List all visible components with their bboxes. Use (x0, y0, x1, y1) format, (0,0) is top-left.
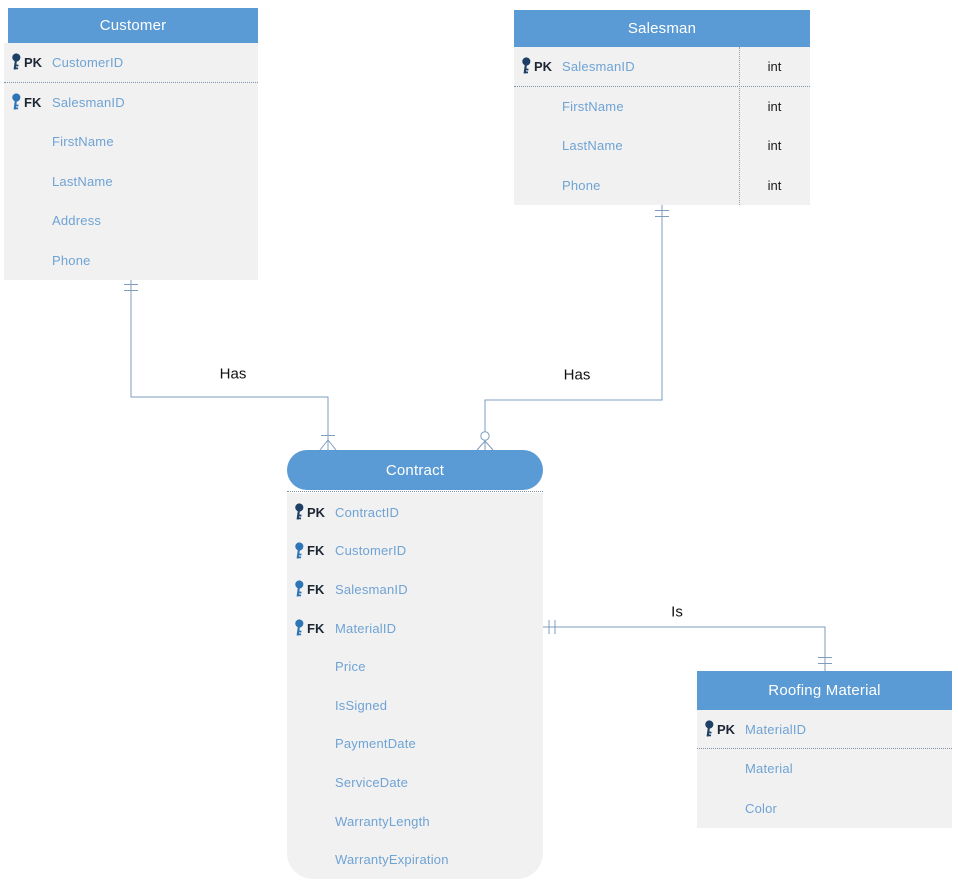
zero-or-many-notation (476, 440, 494, 451)
field-name: LastName (52, 173, 113, 189)
key-type-label: PK (24, 54, 43, 70)
entity-customer[interactable]: Customer PK CustomerID FK SalesmanID Fir… (4, 8, 258, 280)
foreign-key-icon (295, 542, 304, 559)
field-row[interactable]: Phone int (514, 166, 810, 206)
field-name: WarrantyExpiration (335, 852, 449, 868)
field-row[interactable]: PK CustomerID (4, 43, 258, 83)
field-name: Price (335, 659, 366, 675)
field-row[interactable]: Price (287, 647, 543, 686)
field-row[interactable]: LastName (4, 162, 258, 202)
relationship-label-is[interactable]: Is (671, 603, 683, 621)
field-name: LastName (562, 138, 623, 154)
entity-salesman-body: PK SalesmanID int FirstName int LastName (514, 47, 810, 205)
field-row[interactable]: PK MaterialID (697, 710, 952, 750)
field-row[interactable]: Address (4, 201, 258, 241)
one-and-only-one-notation (818, 657, 832, 664)
field-type: int (767, 138, 782, 154)
field-name: MaterialID (745, 721, 807, 737)
field-name: Phone (562, 177, 601, 193)
field-type: int (767, 98, 782, 114)
one-and-only-one-notation (548, 620, 556, 634)
field-name: PaymentDate (335, 736, 416, 752)
field-row[interactable]: Material (697, 749, 952, 788)
field-name: IsSigned (335, 697, 388, 713)
field-name: Color (745, 800, 778, 816)
field-row[interactable]: PK SalesmanID int (514, 47, 810, 87)
entity-customer-header[interactable]: Customer (8, 8, 258, 43)
field-row[interactable]: FirstName int (514, 87, 810, 127)
relationship-salesman-contract[interactable] (476, 205, 669, 451)
foreign-key-icon (12, 93, 21, 110)
field-name: Address (52, 213, 102, 229)
entity-salesman-header[interactable]: Salesman (514, 10, 810, 47)
key-type-label: FK (307, 543, 325, 559)
entity-roofing-material[interactable]: Roofing Material PK MaterialID Material … (697, 671, 952, 828)
foreign-key-icon (295, 619, 304, 636)
foreign-key-icon (295, 580, 304, 598)
field-row[interactable]: Color (697, 789, 952, 828)
field-row[interactable]: ServiceDate (287, 763, 543, 802)
key-type-label: PK (307, 504, 326, 520)
field-row[interactable]: PK ContractID (287, 493, 543, 532)
field-row[interactable]: LastName int (514, 126, 810, 166)
relationship-label-has-salesman[interactable]: Has (563, 366, 591, 384)
field-name: MaterialID (335, 620, 397, 636)
entity-customer-body: PK CustomerID FK SalesmanID FirstName La… (4, 43, 258, 280)
field-row[interactable]: FK CustomerID (287, 532, 543, 571)
relationship-label-has-customer[interactable]: Has (219, 365, 247, 383)
field-row[interactable]: Phone (4, 241, 258, 281)
field-row[interactable]: WarrantyExpiration (287, 840, 543, 879)
key-type-label: FK (307, 620, 325, 636)
primary-key-icon (295, 503, 304, 520)
key-type-label: PK (534, 58, 553, 74)
field-name: SalesmanID (52, 94, 125, 110)
field-name: Material (745, 761, 793, 777)
field-row[interactable]: FirstName (4, 122, 258, 162)
one-and-only-one-notation (124, 284, 138, 291)
field-row[interactable]: PaymentDate (287, 725, 543, 764)
entity-contract[interactable]: Contract PK ContractID FK CustomerID (287, 450, 543, 879)
key-type-label: FK (307, 581, 325, 597)
relationship-contract-roofing-material[interactable] (543, 620, 832, 671)
field-name: SalesmanID (562, 58, 635, 74)
field-row[interactable]: FK MaterialID (287, 609, 543, 648)
field-name: Phone (52, 252, 91, 268)
key-type-label: FK (24, 94, 42, 110)
entity-roofing-material-header[interactable]: Roofing Material (697, 671, 952, 710)
field-name: ServiceDate (335, 774, 409, 790)
field-type: int (767, 177, 782, 193)
field-name: WarrantyLength (335, 813, 430, 829)
header-separator (287, 491, 543, 492)
entity-contract-body: PK ContractID FK CustomerID FK SalesmanI… (287, 493, 543, 879)
zero-or-many-notation (480, 431, 490, 441)
field-name: CustomerID (335, 543, 407, 559)
entity-contract-header[interactable]: Contract (287, 450, 543, 490)
field-name: CustomerID (52, 54, 124, 70)
field-row[interactable]: FK SalesmanID (287, 570, 543, 609)
key-type-label: PK (717, 721, 736, 737)
field-row[interactable]: FK SalesmanID (4, 83, 258, 123)
field-name: FirstName (52, 134, 114, 150)
primary-key-icon (522, 57, 531, 74)
type-column-divider (739, 47, 740, 205)
primary-key-icon (12, 53, 21, 70)
one-and-only-one-notation (655, 210, 669, 217)
field-name: ContractID (335, 504, 400, 520)
field-row[interactable]: WarrantyLength (287, 802, 543, 841)
field-row[interactable]: IsSigned (287, 686, 543, 725)
entity-roofing-material-body: PK MaterialID Material Color (697, 710, 952, 828)
field-type: int (767, 58, 782, 74)
field-name: FirstName (562, 98, 624, 114)
primary-key-icon (705, 720, 714, 737)
field-name: SalesmanID (335, 581, 408, 597)
one-or-many-notation (319, 435, 337, 451)
entity-salesman[interactable]: Salesman PK SalesmanID int FirstName (514, 10, 810, 205)
